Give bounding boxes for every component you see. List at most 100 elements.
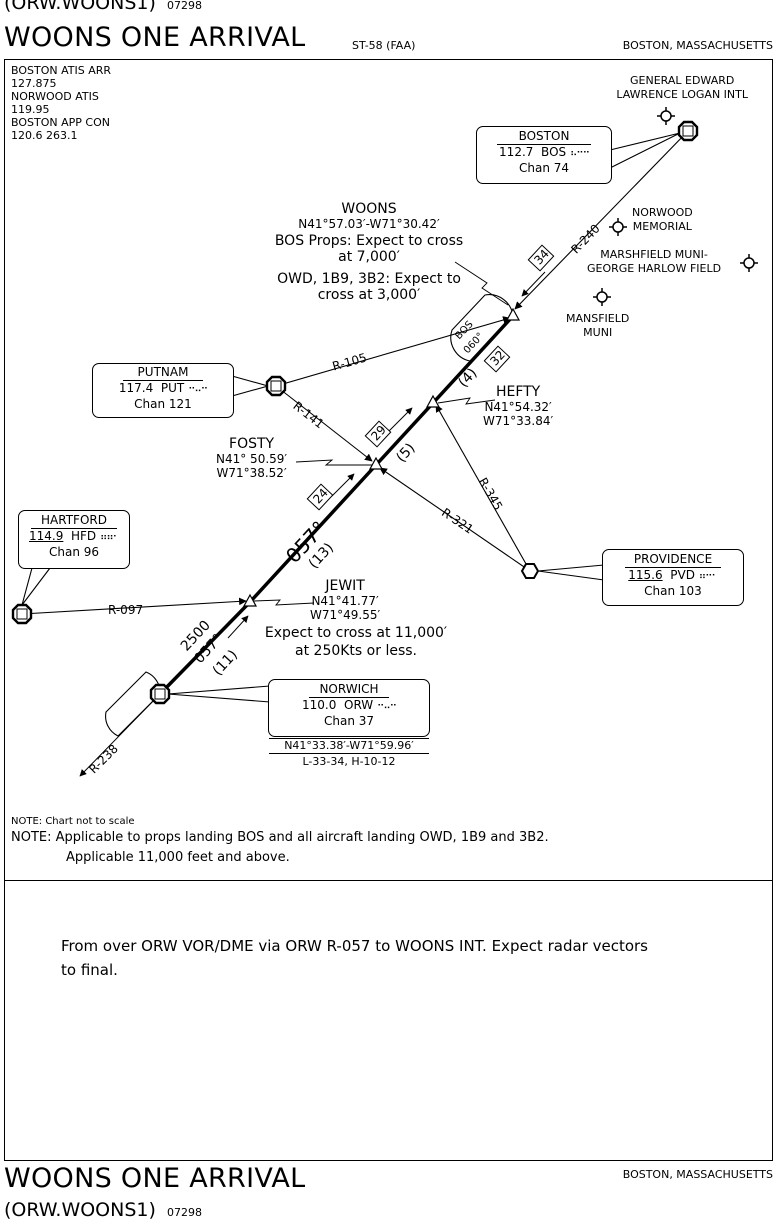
footer-chart-number: 07298 — [167, 1206, 203, 1219]
footer-location: BOSTON, MASSACHUSETTS — [622, 1168, 773, 1181]
navaid-putnam-name: PUTNAM — [123, 365, 203, 381]
vortac-hartford-icon — [11, 603, 33, 625]
navaid-boston-chan: Chan 74 — [518, 161, 570, 175]
morse-code-icon: ⠦⠒⠒ — [569, 148, 590, 159]
fix-fosty-lat: N41° 50.59′ — [216, 452, 288, 466]
radial-r240 — [514, 130, 689, 310]
note-chart-scale: NOTE: Chart not to scale — [11, 816, 135, 827]
navaid-providence-name: PROVIDENCE — [625, 552, 721, 568]
navaid-norwich-name: NORWICH — [309, 682, 389, 698]
note-applicable-2: Applicable 11,000 feet and above. — [66, 850, 290, 865]
comms-line: BOSTON APP CON — [11, 116, 110, 129]
leader-fosty — [295, 459, 372, 466]
morse-code-icon: ⠒⠤⠒ — [188, 384, 208, 395]
navaid-hartford-chan: Chan 96 — [48, 545, 100, 559]
alt-box-32 — [483, 345, 511, 373]
navaid-box-putnam: PUTNAM 117.4 PUT ⠒⠤⠒ Chan 121 — [92, 363, 234, 418]
comms-line: NORWOOD ATIS — [11, 90, 99, 103]
header-chart-number: 07298 — [167, 0, 203, 12]
navaid-norwich-charts: L-33-34, H-10-12 — [302, 755, 396, 768]
alt-box-29 — [364, 420, 392, 448]
radial-r321 — [379, 467, 531, 572]
fix-fosty-name: FOSTY — [229, 436, 275, 452]
navaid-norwich-chan: Chan 37 — [323, 714, 375, 728]
comms-block: BOSTON ATIS ARR 127.875 NORWOOD ATIS 119… — [11, 64, 111, 142]
fix-hefty-lat: N41°54.32′ — [484, 400, 552, 414]
fix-fosty-icon — [368, 456, 384, 470]
holding-pattern-orw — [105, 671, 161, 737]
note-applicable-1: NOTE: Applicable to props landing BOS an… — [11, 830, 549, 845]
fix-woons-icon — [505, 307, 521, 321]
label-r097: R-097 — [108, 603, 144, 617]
airport-marshfield-label: MARSHFIELD MUNI- GEORGE HARLOW FIELD — [587, 248, 721, 276]
airport-norwood-name-2: MEMORIAL — [632, 220, 692, 233]
airport-marshfield-name-1: MARSHFIELD MUNI- — [600, 248, 708, 261]
vortac-putnam-icon — [265, 375, 287, 397]
leader-hefty — [437, 397, 496, 405]
header-computer-code: (ORW.WOONS1) — [4, 0, 156, 14]
airport-logan-name-2: LAWRENCE LOGAN INTL — [616, 88, 748, 101]
morse-code-icon: ⠶⠶⠂ — [100, 532, 120, 543]
fix-woons-note1b: at 7,000′ — [338, 249, 400, 265]
section-divider — [4, 880, 773, 881]
airport-mansfield-name-1: MANSFIELD — [566, 312, 630, 325]
procedure-narrative: From over ORW VOR/DME via ORW R-057 to W… — [61, 934, 648, 982]
leader-woons — [454, 261, 509, 306]
leader-jewit — [253, 599, 315, 606]
arrival-route-orw-jewit — [158, 600, 252, 696]
morse-code-icon: ⠒⠤⠒ — [377, 701, 397, 712]
navaid-norwich-freq: 110.0 — [302, 698, 337, 712]
airport-logan-icon — [657, 107, 675, 125]
navaid-providence-ident: PVD — [670, 568, 695, 582]
procedure-narrative-line1: From over ORW VOR/DME via ORW R-057 to W… — [61, 937, 648, 955]
fix-jewit-lat: N41°41.77′ — [311, 594, 379, 608]
airport-logan-name-1: GENERAL EDWARD — [630, 74, 735, 87]
airport-norwood-label: NORWOOD MEMORIAL — [632, 206, 693, 234]
header-title: WOONS ONE ARRIVAL — [4, 22, 306, 53]
fix-hefty-label: HEFTY N41°54.32′ W71°33.84′ — [483, 384, 553, 428]
airport-mansfield-icon — [593, 288, 611, 306]
morse-code-icon: ⠶⠒⠂ — [698, 571, 719, 582]
airport-logan-label: GENERAL EDWARD LAWRENCE LOGAN INTL — [616, 74, 748, 102]
navaid-putnam-ident: PUT — [160, 381, 185, 395]
procedure-narrative-line2: to final. — [61, 961, 118, 979]
arrow-alt-11000 — [227, 615, 249, 639]
arrow-alt-34 — [521, 271, 546, 297]
vor-providence-icon — [520, 563, 540, 579]
fix-woons-note2b: cross at 3,000′ — [317, 287, 421, 303]
fix-hefty-lon: W71°33.84′ — [483, 414, 554, 428]
fix-fosty-label: FOSTY N41° 50.59′ W71°38.52′ — [216, 436, 287, 480]
navaid-box-norwich: NORWICH 110.0 ORW ⠒⠤⠒ Chan 37 — [268, 679, 430, 737]
navaid-norwich-freq-row: 110.0 ORW ⠒⠤⠒ — [269, 698, 429, 714]
navaid-hartford-freq-row: 114.9 HFD ⠶⠶⠂ — [19, 529, 129, 545]
navaid-putnam-freq: 117.4 — [118, 381, 154, 395]
airport-mansfield-label: MANSFIELD MUNI — [566, 312, 629, 340]
navaid-putnam-freq-row: 117.4 PUT ⠒⠤⠒ — [93, 381, 233, 397]
radial-r105 — [275, 316, 511, 387]
comms-line: 127.875 — [11, 77, 57, 90]
header-computer-code-row: (ORW.WOONS1) 07298 — [4, 0, 202, 14]
fix-hefty-icon — [425, 394, 441, 408]
providence-box-pointer — [537, 564, 605, 581]
alt-box-24 — [306, 483, 334, 511]
navaid-box-hartford: HARTFORD 114.9 HFD ⠶⠶⠂ Chan 96 — [18, 510, 130, 569]
fix-woons-name: WOONS — [341, 201, 397, 217]
header-procedure-ref: ST-58 (FAA) — [352, 39, 416, 52]
fix-woons-label: WOONS N41°57.03′-W71°30.42′ BOS Props: E… — [262, 201, 476, 303]
fix-jewit-icon — [242, 593, 258, 607]
fix-jewit-note1: Expect to cross at 11,000′ — [264, 625, 448, 641]
putnam-box-pointer — [231, 375, 271, 397]
airport-marshfield-name-2: GEORGE HARLOW FIELD — [587, 262, 722, 275]
fix-fosty-lon: W71°38.52′ — [216, 466, 287, 480]
header-location: BOSTON, MASSACHUSETTS — [622, 39, 773, 52]
airport-norwood-icon — [609, 218, 627, 236]
fix-jewit-label: JEWIT N41°41.77′ W71°49.55′ — [310, 578, 380, 622]
arrow-alt-24 — [331, 473, 355, 497]
navaid-providence-chan: Chan 103 — [644, 584, 702, 598]
navaid-putnam-chan: Chan 121 — [134, 397, 192, 411]
fix-jewit-name: JEWIT — [325, 578, 365, 594]
fix-woons-note2a: OWD, 1B9, 3B2: Expect to — [277, 271, 461, 287]
airport-mansfield-name-2: MUNI — [583, 326, 613, 339]
alt-box-34 — [527, 244, 555, 272]
footer-title: WOONS ONE ARRIVAL — [4, 1163, 306, 1194]
